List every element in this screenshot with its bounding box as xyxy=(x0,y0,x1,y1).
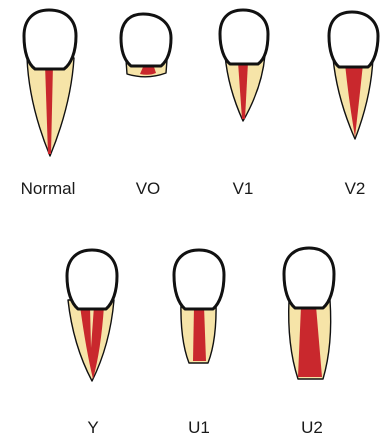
tooth-y-crown xyxy=(67,250,117,309)
tooth-vo xyxy=(121,14,171,77)
tooth-u1-canal xyxy=(193,306,206,361)
tooth-v1-label: V1 xyxy=(233,179,254,198)
tooth-u1-crown xyxy=(174,250,224,309)
tooth-vo-crown xyxy=(121,14,171,66)
tooth-normal-crown xyxy=(24,10,76,69)
tooth-v1 xyxy=(220,10,268,121)
tooth-u2-crown xyxy=(284,248,334,308)
tooth-normal-label: Normal xyxy=(21,179,76,198)
tooth-vo-label: VO xyxy=(136,179,161,198)
tooth-u1 xyxy=(174,250,224,363)
tooth-u2 xyxy=(284,248,334,379)
tooth-normal xyxy=(24,10,76,156)
tooth-y xyxy=(67,250,117,381)
tooth-v2 xyxy=(329,12,378,139)
tooth-v1-crown xyxy=(220,10,268,64)
tooth-u1-label: U1 xyxy=(188,418,210,437)
tooth-v2-label: V2 xyxy=(345,179,366,198)
tooth-u2-label: U2 xyxy=(301,418,323,437)
tooth-v2-crown xyxy=(329,12,378,67)
tooth-y-label: Y xyxy=(87,418,98,437)
